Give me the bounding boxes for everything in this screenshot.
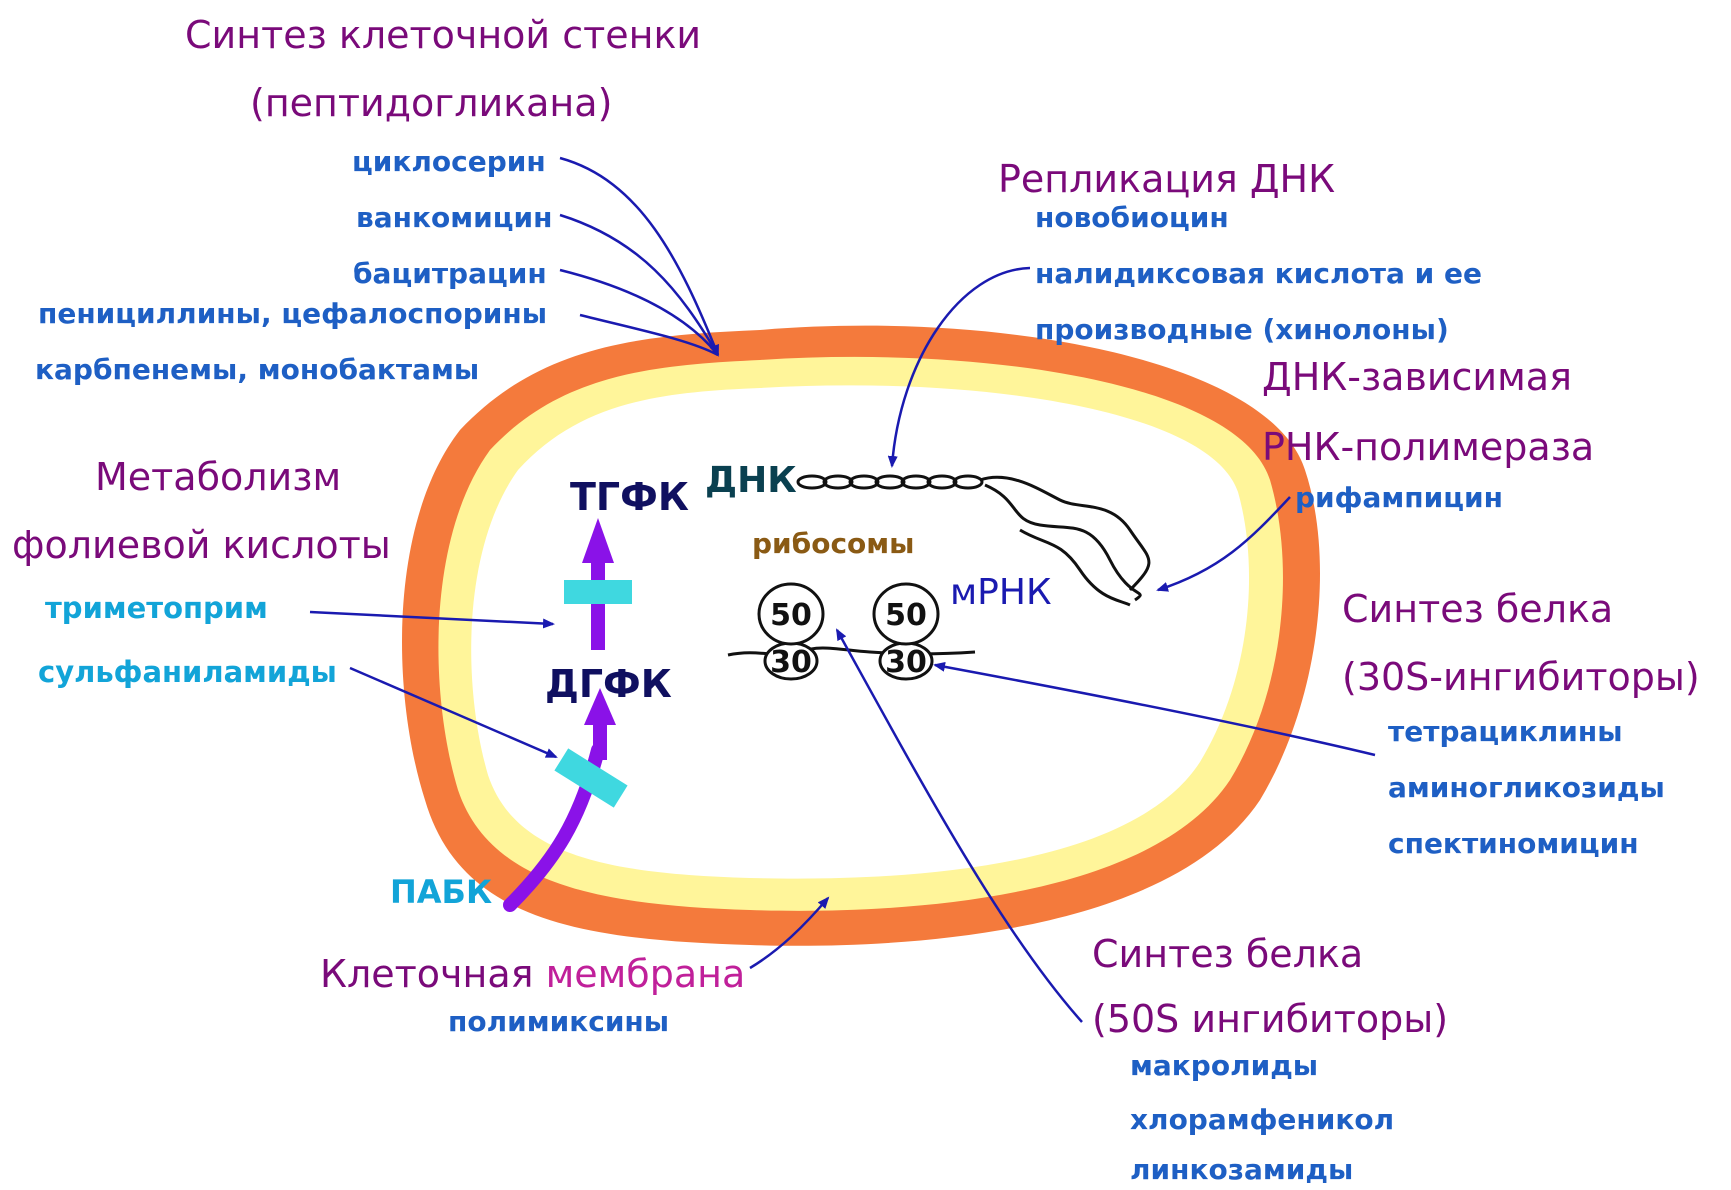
ribosome-2-small-label: 30 bbox=[885, 645, 927, 680]
ribosome-1: 50 30 bbox=[757, 582, 825, 681]
folate-title-line2: фолиевой кислоты bbox=[12, 523, 391, 567]
ribosome-2-large-label: 50 bbox=[885, 598, 927, 633]
dna-label: ДНК bbox=[705, 460, 797, 501]
cell-wall-title-line2: (пептидогликана) bbox=[250, 81, 613, 125]
dna-chain bbox=[796, 474, 1151, 607]
ribosome-1-large-label: 50 bbox=[770, 598, 812, 633]
ribosome-1-small-label: 30 bbox=[770, 645, 812, 680]
protein-30s-drug-tetracyclines: тетрациклины bbox=[1388, 715, 1623, 748]
rna-polymerase-title-line2: РНК-полимераза bbox=[1262, 425, 1595, 469]
protein-50s-title-line1: Синтез белка bbox=[1092, 932, 1364, 976]
rna-polymerase-title-line1: ДНК-зависимая bbox=[1262, 355, 1572, 399]
mrna-label: мРНК bbox=[950, 572, 1052, 613]
membrane-drug-polymyxins: полимиксины bbox=[448, 1005, 670, 1038]
folate-product-dhfa: ДГФК bbox=[545, 662, 672, 706]
folate-product-paba: ПАБК bbox=[390, 873, 493, 911]
protein-30s-title-line2: (30S-ингибиторы) bbox=[1342, 655, 1700, 699]
membrane-title-part1: Клеточная bbox=[320, 952, 546, 996]
sulfonamide-block bbox=[554, 748, 628, 808]
folate-title-line1: Метаболизм bbox=[95, 455, 342, 499]
protein-50s-drug-lincosamides: линкозамиды bbox=[1130, 1153, 1354, 1186]
cell-wall-drug-carbapenems: карбпенемы, монобактамы bbox=[35, 353, 480, 386]
membrane-title: Клеточная мембрана bbox=[320, 955, 745, 993]
target-arrows bbox=[309, 156, 1376, 1023]
protein-30s-drug-spectinomycin: спектиномицин bbox=[1388, 827, 1639, 860]
cytoplasm bbox=[471, 385, 1250, 879]
folate-pathway bbox=[503, 518, 632, 912]
cell-wall-drug-cycloserine: циклосерин bbox=[352, 145, 546, 178]
cell-wall-drug-vancomycin: ванкомицин bbox=[356, 201, 553, 234]
cell-wall-drug-penicillins: пенициллины, цефалоспорины bbox=[38, 297, 548, 330]
cell-wall-title-line1: Синтез клеточной стенки bbox=[185, 13, 702, 57]
folate-drug-sulfonamides: сульфаниламиды bbox=[38, 655, 337, 689]
cell-wall-drug-bacitracin: бацитрацин bbox=[353, 257, 547, 290]
dna-drug-novobiocin: новобиоцин bbox=[1035, 201, 1229, 234]
membrane-title-part2: мембрана bbox=[545, 952, 746, 996]
trimethoprim-block bbox=[564, 580, 632, 604]
dna-drug-nalidixic: налидиксовая кислота и ее bbox=[1035, 257, 1482, 290]
protein-30s-title-line1: Синтез белка bbox=[1342, 587, 1614, 631]
protein-30s-drug-aminoglycosides: аминогликозиды bbox=[1388, 771, 1665, 804]
rna-drug-rifampicin: рифампицин bbox=[1295, 481, 1503, 514]
protein-50s-drug-macrolides: макролиды bbox=[1130, 1049, 1319, 1082]
ribosome-2: 50 30 bbox=[872, 582, 940, 681]
folate-product-thfa: ТГФК bbox=[570, 475, 689, 519]
protein-50s-title-line2: (50S ингибиторы) bbox=[1092, 997, 1449, 1041]
dna-replication-title: Репликация ДНК bbox=[998, 157, 1336, 201]
dna-drug-quinolones: производные (хинолоны) bbox=[1035, 313, 1449, 346]
ribosomes-label: рибосомы bbox=[752, 527, 915, 560]
folate-drug-trimethoprim: триметоприм bbox=[45, 591, 268, 625]
protein-50s-drug-chloramphenicol: хлорамфеникол bbox=[1130, 1103, 1395, 1136]
